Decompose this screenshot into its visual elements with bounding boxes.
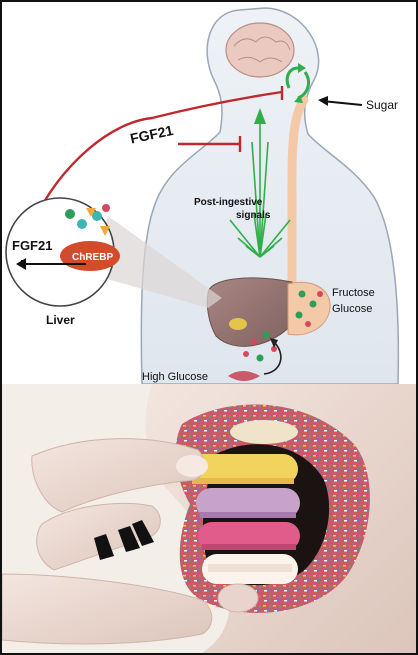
chrebp-label: ChREBP <box>72 252 113 263</box>
sugar-arrow-icon <box>318 96 362 106</box>
fgf21-pathway-diagram: FGF21 FGF21 ChREBP Liver Sugar Post-inge… <box>2 2 416 384</box>
liver-label: Liver <box>46 313 75 327</box>
brain-icon <box>226 23 294 77</box>
macaron-mouth-photo <box>2 384 416 653</box>
fgf21-signal-label: FGF21 <box>129 122 175 147</box>
post-ingestive-label: Post-ingestive <box>194 197 263 208</box>
high-glucose-label: High Glucose <box>142 371 208 383</box>
sugar-label: Sugar <box>366 98 398 112</box>
glucose-label: Glucose <box>332 303 372 315</box>
signals-label: signals <box>236 210 271 221</box>
fgf21-gene-label: FGF21 <box>12 238 52 253</box>
fructose-label: Fructose <box>332 287 375 299</box>
